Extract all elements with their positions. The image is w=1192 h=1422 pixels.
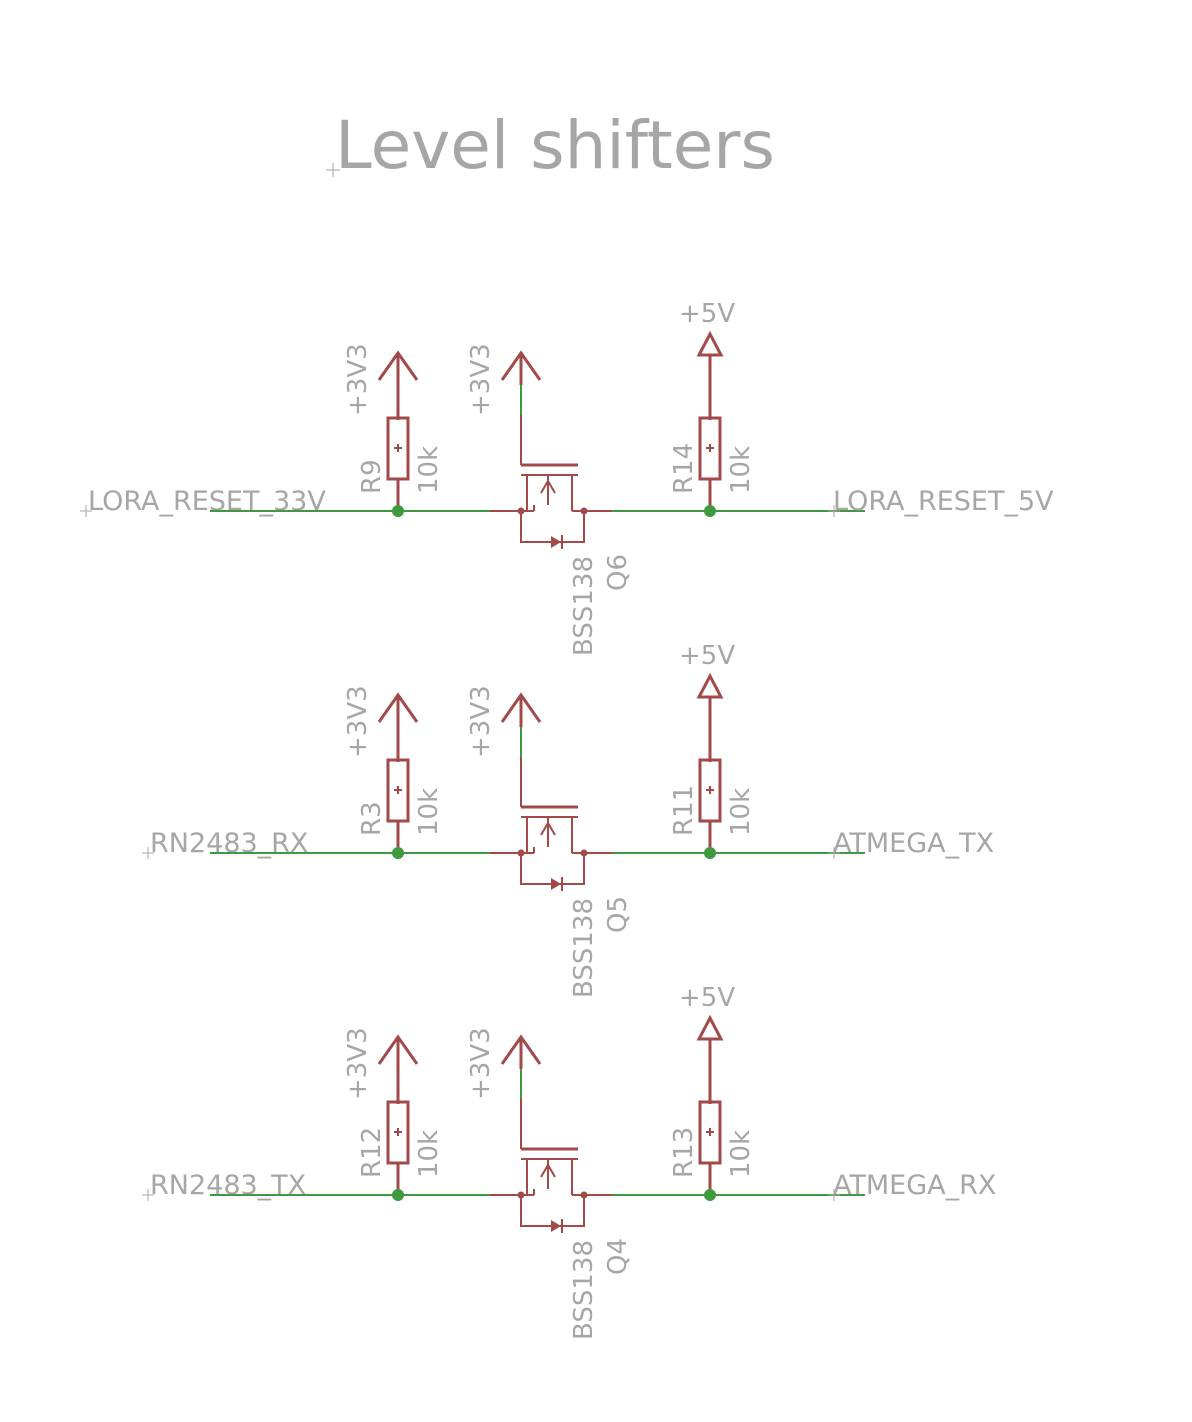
diode-triangle bbox=[551, 1220, 561, 1232]
left-resistor-value: 10k bbox=[414, 788, 444, 836]
left-net-origin-mark bbox=[142, 1189, 154, 1201]
body-arrow bbox=[540, 821, 556, 836]
mosfet-part: BSS138 bbox=[569, 556, 599, 656]
left-resistor-ref: R9 bbox=[357, 459, 387, 494]
right-supply-triangle bbox=[696, 1014, 724, 1041]
right-junction bbox=[704, 1189, 716, 1201]
right-net-origin-mark bbox=[828, 505, 840, 517]
left-net-label: RN2483_RX bbox=[150, 828, 308, 859]
left-resistor-origin bbox=[394, 1128, 402, 1136]
left-resistor-origin bbox=[394, 786, 402, 794]
left-supply-label: +3V3 bbox=[343, 343, 373, 416]
mosfet-symbol bbox=[490, 1099, 612, 1233]
right-resistor-ref: R11 bbox=[669, 785, 699, 836]
right-resistor-value: 10k bbox=[726, 446, 756, 494]
mosfet-ref: Q5 bbox=[603, 896, 633, 933]
gate-supply-label: +3V3 bbox=[466, 685, 496, 758]
gate-supply-label: +3V3 bbox=[466, 343, 496, 416]
mosfet-ref: Q4 bbox=[603, 1238, 633, 1275]
left-net-origin-mark bbox=[80, 505, 92, 517]
right-resistor-ref: R14 bbox=[669, 443, 699, 494]
right-supply-label: +5V bbox=[679, 983, 735, 1013]
left-supply-label: +3V3 bbox=[343, 685, 373, 758]
left-junction bbox=[392, 847, 404, 859]
diode-triangle bbox=[551, 878, 561, 890]
right-resistor-value: 10k bbox=[726, 788, 756, 836]
mosfet-part: BSS138 bbox=[569, 898, 599, 998]
left-resistor-value: 10k bbox=[414, 1130, 444, 1178]
schematic-title: Level shifters bbox=[335, 107, 775, 184]
right-net-label: LORA_RESET_5V bbox=[833, 486, 1054, 517]
left-supply-arrow bbox=[377, 1034, 419, 1065]
right-supply-label: +5V bbox=[679, 299, 735, 329]
gate-supply-label: +3V3 bbox=[466, 1027, 496, 1100]
left-supply-arrow bbox=[377, 350, 419, 381]
right-net-label: ATMEGA_TX bbox=[833, 828, 994, 859]
title-origin-mark bbox=[326, 163, 340, 177]
title-block: Level shifters bbox=[326, 107, 775, 184]
left-resistor-ref: R12 bbox=[357, 1127, 387, 1178]
left-supply-label: +3V3 bbox=[343, 1027, 373, 1100]
left-net-label: RN2483_TX bbox=[150, 1170, 306, 1201]
body-arrow bbox=[540, 479, 556, 494]
left-supply-arrow bbox=[377, 692, 419, 723]
left-junction bbox=[392, 505, 404, 517]
left-resistor-origin bbox=[394, 444, 402, 452]
right-net-origin-mark bbox=[828, 1189, 840, 1201]
left-resistor-value: 10k bbox=[414, 446, 444, 494]
body-arrow bbox=[540, 1163, 556, 1178]
right-resistor-origin bbox=[706, 786, 714, 794]
right-resistor-origin bbox=[706, 444, 714, 452]
right-net-label: ATMEGA_RX bbox=[833, 1170, 996, 1201]
right-supply-label: +5V bbox=[679, 641, 735, 671]
mosfet-symbol bbox=[490, 415, 612, 549]
right-resistor-ref: R13 bbox=[669, 1127, 699, 1178]
right-supply-triangle bbox=[696, 330, 724, 357]
right-net-origin-mark bbox=[828, 847, 840, 859]
mosfet-part: BSS138 bbox=[569, 1240, 599, 1340]
right-resistor-origin bbox=[706, 1128, 714, 1136]
mosfet-ref: Q6 bbox=[603, 554, 633, 591]
diode-triangle bbox=[551, 536, 561, 548]
left-net-origin-mark bbox=[142, 847, 154, 859]
left-resistor-ref: R3 bbox=[357, 801, 387, 836]
mosfet-symbol bbox=[490, 757, 612, 891]
right-junction bbox=[704, 847, 716, 859]
left-junction bbox=[392, 1189, 404, 1201]
right-supply-triangle bbox=[696, 672, 724, 699]
right-resistor-value: 10k bbox=[726, 1130, 756, 1178]
right-junction bbox=[704, 505, 716, 517]
left-net-label: LORA_RESET_33V bbox=[88, 486, 326, 517]
